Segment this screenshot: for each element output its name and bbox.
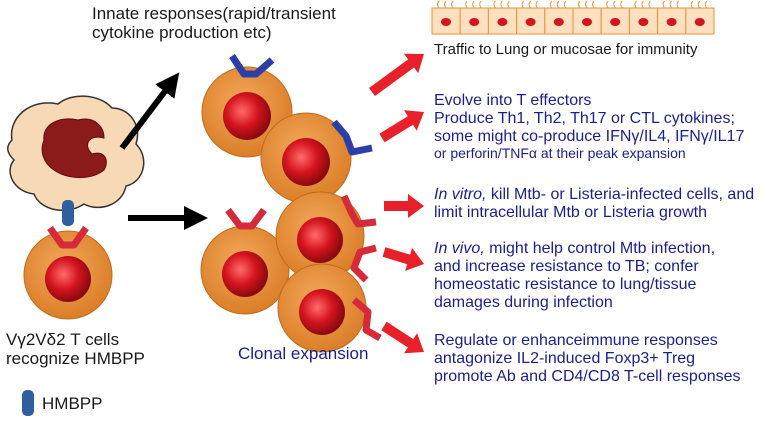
red-arrow [379, 110, 424, 143]
epithelium-cells [431, 0, 715, 35]
cilium [578, 0, 581, 9]
traffic-text: Traffic to Lung or mucosae for immunity [434, 41, 698, 58]
epithelial-nucleus [666, 18, 677, 26]
cilium [500, 0, 503, 9]
cilium [479, 0, 482, 9]
epithelial-nucleus [469, 18, 480, 26]
cilium [613, 0, 616, 9]
macrophage-nucleus [41, 118, 107, 178]
cilium [556, 0, 560, 9]
infected-macrophage [7, 95, 145, 212]
red-arrow [369, 53, 424, 96]
tcr-receptor-blue [229, 54, 275, 78]
epithelial-nucleus [497, 18, 508, 26]
cilium [521, 0, 525, 9]
invitro-text: In vitro, kill Mtb- or Listeria-infected… [434, 186, 755, 222]
cilium [641, 0, 644, 9]
red-outcome-arrows [369, 53, 424, 354]
red-arrow [382, 247, 424, 271]
cilium [669, 0, 673, 9]
cilium [493, 0, 496, 9]
cilium [535, 0, 539, 9]
arrow-to-innate [119, 72, 180, 150]
cilium [634, 0, 637, 9]
cilium [648, 0, 651, 9]
cilium [465, 0, 468, 9]
cilium [507, 0, 510, 9]
epithelial-nucleus [553, 18, 564, 26]
cilium [690, 0, 694, 9]
cilium [437, 0, 440, 9]
tcr-receptor-blue [331, 119, 373, 156]
tcr-receptor [225, 207, 267, 230]
hmbpp-legend-label: HMBPP [42, 394, 103, 413]
tcr-receptor [47, 225, 89, 249]
cilium [444, 0, 447, 9]
cilium [704, 0, 708, 9]
tcr-receptor [350, 244, 377, 283]
epithelial-nucleus [638, 18, 649, 26]
hmbpp-antigen [62, 200, 74, 226]
cilium [592, 0, 595, 9]
cilium [606, 0, 609, 9]
innate-cell-pair [201, 54, 373, 204]
cilium [585, 0, 588, 9]
cilium [676, 0, 680, 9]
regulate-text: Regulate or enhanceimmune responses anta… [434, 332, 741, 386]
epithelial-nucleus [441, 18, 451, 26]
tcr-receptor [340, 194, 377, 228]
epithelial-nucleus [610, 18, 621, 26]
cilium [662, 0, 666, 9]
invivo-text: In vivo, might help control Mtb infectio… [434, 240, 716, 312]
hmbpp-legend-icon [22, 390, 34, 416]
cilium [620, 0, 623, 9]
epithelial-nucleus [694, 18, 705, 26]
cilium [528, 0, 532, 9]
effectors-text: Evolve into T effectors Produce Th1, Th2… [434, 92, 745, 162]
cilium [697, 0, 701, 9]
gd-t-cell-left [23, 225, 113, 320]
epithelial-nucleus [582, 18, 592, 26]
clonal-expansion-label: Clonal expansion [238, 344, 369, 363]
epithelial-nucleus [525, 18, 536, 26]
cilium [549, 0, 553, 9]
clonal-expansion-cluster [200, 191, 382, 353]
tcr-receptor [351, 297, 382, 342]
cilium [472, 0, 475, 9]
cilium [451, 0, 454, 9]
red-arrow [384, 194, 424, 218]
red-arrow [381, 321, 424, 354]
cilium [563, 0, 567, 9]
